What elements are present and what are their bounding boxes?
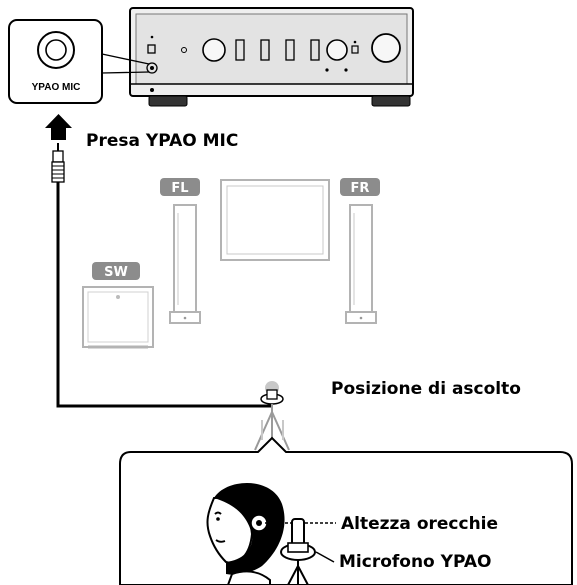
speaker-front-right: FR <box>340 178 380 324</box>
microphone-icon <box>265 518 336 585</box>
ypao-mic-label: Microfono YPAO <box>339 552 491 572</box>
mic-cable <box>56 182 272 408</box>
mic-jack-label: YPAO MIC <box>32 82 81 93</box>
amplifier <box>129 7 414 107</box>
mic-jack-inset: YPAO MIC <box>8 19 150 104</box>
tv <box>220 179 330 261</box>
speaker-tag-sw: SW <box>104 265 128 280</box>
listening-position-mic <box>254 381 290 451</box>
jack-callout-label: Presa YPAO MIC <box>86 131 238 151</box>
arrow-up-icon <box>45 114 72 140</box>
listener-head-icon <box>206 482 285 585</box>
subwoofer: SW <box>82 262 154 349</box>
ear-height-label: Altezza orecchie <box>341 514 498 534</box>
listening-position-label: Posizione di ascolto <box>331 379 521 399</box>
speaker-tag-fl: FL <box>171 181 188 196</box>
speaker-front-left: FL <box>160 178 201 324</box>
speaker-tag-fr: FR <box>351 181 370 196</box>
mic-plug <box>51 143 65 183</box>
